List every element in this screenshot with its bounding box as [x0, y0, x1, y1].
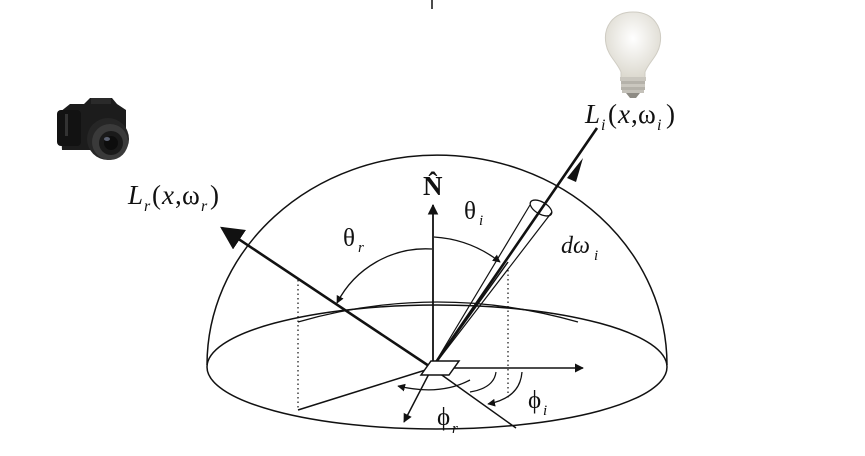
- incident-omega-sub: i: [657, 117, 661, 134]
- reflected-L-sub: r: [144, 198, 151, 215]
- cone-edge-right: [431, 211, 553, 369]
- theta-i-subscript: i: [479, 213, 483, 229]
- normal-label: N̂: [423, 171, 443, 201]
- reflected-radiance-label: L r ( x , ω r ): [127, 180, 219, 215]
- domega-symbol: dω: [561, 233, 590, 259]
- theta-r-symbol: θ: [343, 225, 355, 252]
- azimuth-line-incident: [431, 367, 517, 429]
- phi-r-arc: [397, 379, 471, 392]
- theta-i-symbol: θ: [464, 198, 476, 225]
- surface-patch: [419, 360, 461, 376]
- reflected-x: x: [161, 180, 174, 210]
- azimuth-line-reflected: [297, 367, 433, 411]
- hemisphere-dome: [206, 154, 668, 366]
- phi-r-symbol: ϕ: [437, 404, 450, 431]
- incident-comma: ,: [631, 99, 638, 129]
- y-axis-arrow: [403, 367, 433, 423]
- theta-r-label: θ r: [343, 225, 364, 256]
- incident-open-paren: (: [608, 99, 617, 129]
- phi-i-arc-inner: [469, 371, 497, 393]
- reflected-open-paren: (: [152, 180, 161, 210]
- incident-omega: ω: [638, 99, 656, 129]
- incident-arrow-head: [567, 158, 583, 182]
- reflected-ray: [220, 226, 433, 370]
- phi-i-arc-outer: [487, 371, 523, 407]
- light-bulb-icon: [604, 11, 662, 98]
- domega-label: dω i: [561, 233, 598, 264]
- phi-i-subscript: i: [543, 403, 547, 419]
- theta-r-subscript: r: [358, 240, 364, 256]
- incident-L-sub: i: [601, 117, 605, 134]
- incident-ray: [430, 127, 599, 369]
- theta-i-label: θ i: [464, 198, 483, 229]
- cone-edge-left: [431, 204, 531, 369]
- reflected-L: L: [127, 180, 143, 210]
- hemisphere-base-ellipse: [206, 304, 668, 430]
- reflected-comma: ,: [175, 180, 182, 210]
- theta-i-arc: [433, 236, 501, 263]
- incident-radiance-label: L i ( x , ω i ): [584, 99, 675, 134]
- reflected-omega: ω: [182, 180, 200, 210]
- reflected-omega-sub: r: [201, 198, 208, 215]
- reflected-close-paren: ): [210, 180, 219, 210]
- latitude-arc: [297, 301, 579, 323]
- camera-icon: [57, 98, 129, 160]
- phi-r-label: ϕ r: [437, 404, 458, 437]
- incident-L: L: [584, 99, 600, 129]
- phi-i-label: ϕ i: [528, 387, 547, 419]
- domega-subscript: i: [594, 248, 598, 264]
- phi-r-subscript: r: [452, 421, 458, 437]
- phi-i-symbol: ϕ: [528, 387, 541, 414]
- incident-x: x: [617, 99, 630, 129]
- theta-r-arc: [336, 248, 433, 304]
- incident-close-paren: ): [666, 99, 675, 129]
